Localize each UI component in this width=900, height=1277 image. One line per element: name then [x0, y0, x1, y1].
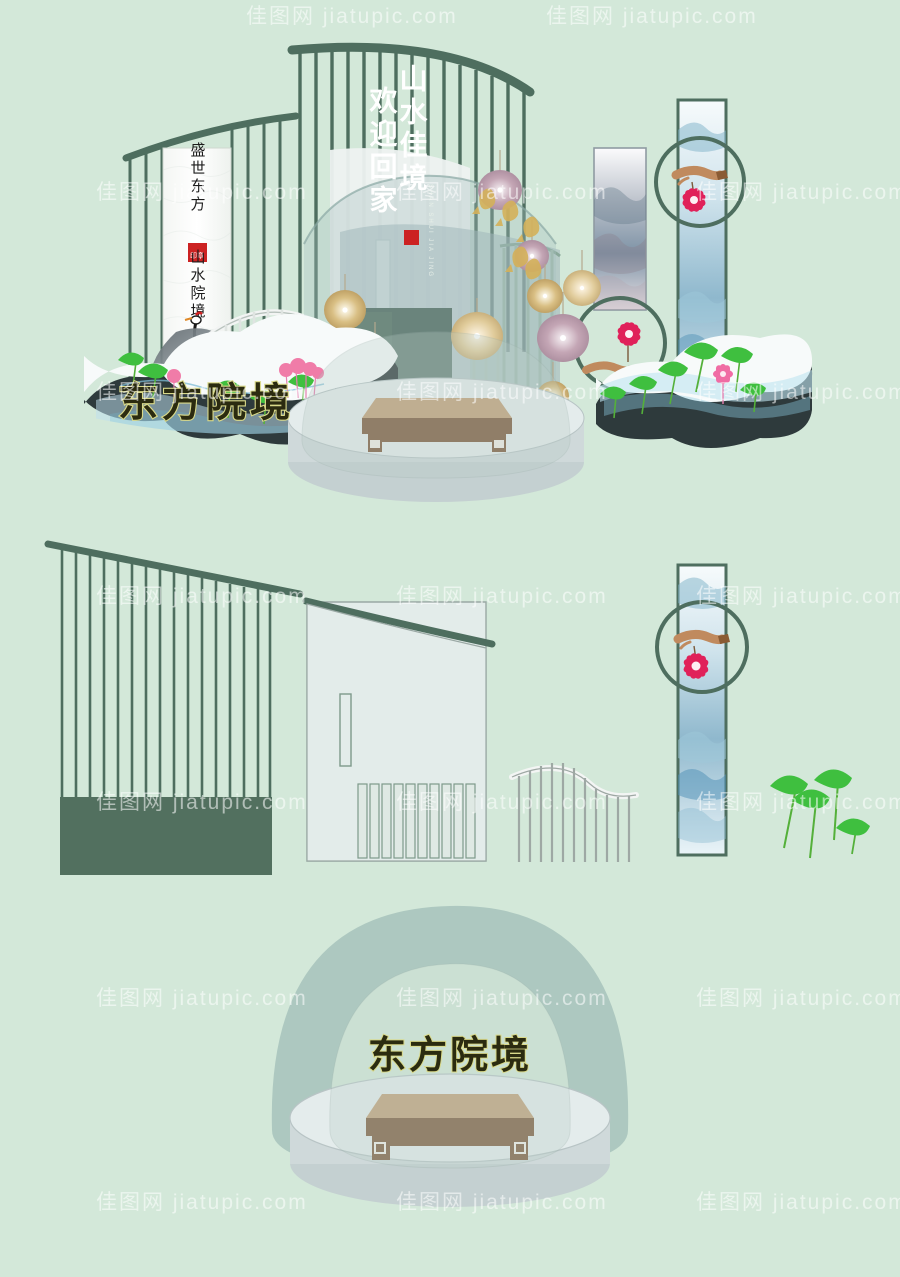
detail-ming-table	[366, 1094, 534, 1160]
detail-title: 东方院境	[368, 1035, 532, 1077]
ming-table-main	[362, 398, 512, 452]
koi-fish	[472, 188, 542, 280]
component-lotus-leaves[interactable]	[770, 769, 870, 859]
cloud-platform-right	[596, 334, 813, 448]
hand-lotus-ring-top	[654, 136, 746, 228]
headline-seal	[404, 230, 419, 245]
component-ink-column[interactable]	[655, 563, 749, 857]
lotus-leaves-left	[118, 352, 314, 425]
ink-wash-panel	[593, 147, 647, 311]
lotus-flower-right	[713, 364, 733, 404]
detail-scene: 东方院境	[271, 905, 629, 1207]
lotus-flower	[682, 188, 706, 212]
lotus-leaves-right	[600, 342, 766, 419]
lotus-cluster-left	[279, 358, 324, 399]
lotus-cluster-left2	[167, 369, 181, 398]
scroll-line1-char1: 盛世东方	[189, 142, 206, 214]
headline-banner: 山水佳境 欢迎回家 SHAN SHUI JIA JING	[367, 64, 434, 278]
hanging-parasols	[324, 150, 601, 411]
component-curved-wall[interactable]	[302, 597, 496, 862]
seal-stamp	[188, 243, 207, 262]
component-louver-screen[interactable]	[44, 540, 304, 875]
headline-pinyin: SHAN SHUI JIA JING	[427, 184, 433, 278]
headline-line2: 欢迎回家	[367, 86, 399, 218]
main-ground-title: 东方院境	[118, 381, 294, 425]
scroll-line2: 山水院境	[189, 249, 206, 321]
detail-glass-bubble	[329, 963, 571, 1169]
main-scene: 盛世东方 印章 山水院境	[84, 42, 813, 502]
components-row	[44, 540, 870, 875]
headline-line1: 山水佳境	[397, 64, 428, 196]
seal-text: 印章	[190, 251, 204, 260]
glass-dome-stage	[287, 331, 585, 502]
component-small-railing[interactable]	[509, 763, 639, 862]
